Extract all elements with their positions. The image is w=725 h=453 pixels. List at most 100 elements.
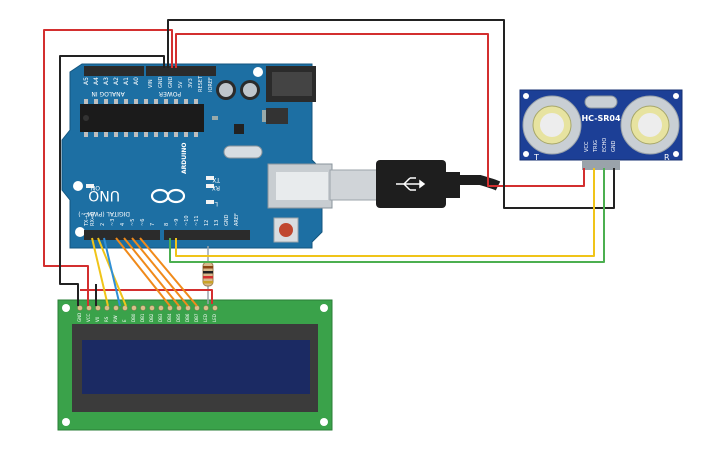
hc-sr04-sensor: HC-SR04 T R VCC TRIG ECHO GND bbox=[519, 89, 683, 170]
digital-header-high bbox=[164, 230, 250, 240]
lcd-pin-label: V0 bbox=[95, 316, 100, 322]
lcd-pins bbox=[77, 305, 218, 311]
wires bbox=[43, 19, 615, 307]
digital-pin-label: GND bbox=[224, 214, 230, 226]
lcd-pin-label: DB2 bbox=[149, 313, 154, 322]
lcd-pin-label: DB6 bbox=[185, 313, 190, 322]
usb-cable bbox=[329, 160, 501, 208]
digital-pin-label: 4 bbox=[120, 223, 126, 226]
wire-orange bbox=[139, 237, 198, 307]
sensor-crystal bbox=[584, 95, 618, 109]
analog-pin-label: A5 bbox=[83, 77, 90, 85]
mounting-hole bbox=[73, 181, 83, 191]
digital-pin-label: 12 bbox=[204, 220, 210, 226]
power-pin-label: 5V bbox=[178, 81, 184, 88]
tx-label: TX bbox=[212, 176, 221, 183]
lcd-pin-label: DB5 bbox=[176, 313, 181, 322]
lcd-pin-labels: GND VCC V0 RS RW E DB0 DB1 DB2 DB3 DB4 D… bbox=[77, 313, 217, 322]
microcontroller-chip bbox=[80, 104, 204, 132]
analog-pin-label: A1 bbox=[123, 77, 130, 85]
voltage-regulator bbox=[266, 108, 288, 124]
digital-pin-label: TX→1 bbox=[84, 212, 90, 227]
analog-header-label: ANALOG IN bbox=[91, 90, 124, 97]
on-led bbox=[86, 184, 94, 188]
sensor-pin-label: TRIG bbox=[593, 140, 599, 153]
digital-pin-label: RX←0 bbox=[90, 212, 96, 226]
lcd-16x2: GND VCC V0 RS RW E DB0 DB1 DB2 DB3 DB4 D… bbox=[57, 299, 333, 431]
crystal-oscillator bbox=[223, 145, 263, 159]
sensor-pin-label: GND bbox=[611, 140, 617, 152]
reset-button-cap[interactable] bbox=[279, 223, 293, 237]
l-led bbox=[206, 200, 214, 204]
power-pin-label: GND bbox=[158, 76, 164, 88]
analog-pin-labels: A5 A4 A3 A2 A1 A0 bbox=[83, 77, 140, 85]
lcd-pin-label: DB0 bbox=[131, 313, 136, 322]
arduino-logo bbox=[150, 188, 186, 204]
digital-pin-label: ~5 bbox=[130, 219, 136, 226]
digital-pin-label: 13 bbox=[214, 220, 220, 226]
wire-green bbox=[169, 168, 605, 263]
digital-pin-label: ~10 bbox=[184, 215, 190, 226]
lcd-pin-label: DB4 bbox=[167, 313, 172, 322]
digital-pin-label: 7 bbox=[150, 223, 156, 226]
digital-pin-labels: TX→1 RX←0 2 ~3 4 ~5 ~6 7 8 ~9 ~10 ~11 12… bbox=[84, 212, 240, 227]
analog-header bbox=[84, 66, 144, 76]
power-header bbox=[146, 66, 216, 76]
sensor-model-label: HC-SR04 bbox=[581, 114, 621, 123]
sensor-pin-label: ECHO bbox=[602, 138, 608, 152]
lcd-pin-label: GND bbox=[77, 313, 82, 322]
sensor-t-label: T bbox=[533, 153, 539, 162]
wire-orange bbox=[115, 237, 171, 307]
digital-pin-label: ~11 bbox=[194, 215, 200, 226]
power-pin-labels: VIN GND GND 5V 3V3 RESET IOREF bbox=[148, 75, 214, 92]
wire-blue bbox=[103, 237, 121, 307]
mounting-hole bbox=[253, 67, 263, 77]
wire-red bbox=[80, 289, 213, 304]
digital-pin-label: 8 bbox=[164, 223, 170, 226]
sensor-pin-label: VCC bbox=[584, 141, 590, 152]
wire-black bbox=[59, 55, 165, 306]
wire-black bbox=[167, 19, 615, 209]
rx-led bbox=[206, 184, 214, 188]
lcd-pin-label: DB3 bbox=[158, 313, 163, 322]
lcd-pin-label: DB1 bbox=[140, 313, 145, 322]
tx-led bbox=[206, 176, 214, 180]
sensor-pin-header bbox=[582, 160, 620, 170]
arduino-uno-board: A5 A4 A3 A2 A1 A0 ANALOG IN VIN GND GND … bbox=[61, 63, 333, 249]
digital-pin-label: ~9 bbox=[174, 219, 180, 226]
brand-label: ARDUINO bbox=[181, 143, 188, 174]
wire-orange bbox=[131, 237, 189, 307]
power-pin-label: 3V3 bbox=[188, 78, 194, 88]
power-pin-label: GND bbox=[168, 76, 174, 88]
small-chip bbox=[234, 124, 244, 134]
on-led-label: ON bbox=[91, 184, 100, 191]
l-label: L bbox=[214, 200, 218, 207]
wire-red bbox=[43, 29, 173, 306]
wire-yellow bbox=[91, 237, 109, 307]
lcd-pin-label: DB7 bbox=[194, 313, 199, 322]
power-pin-label: RESET bbox=[198, 75, 204, 92]
wire-red bbox=[175, 33, 585, 187]
lcd-screen bbox=[82, 340, 310, 394]
digital-header-label: DIGITAL (PWM ~) bbox=[78, 210, 130, 217]
sensor-r-label: R bbox=[664, 153, 670, 162]
power-header-label: POWER bbox=[159, 90, 181, 97]
uno-label: UNO bbox=[88, 187, 120, 203]
wire-yellow bbox=[175, 168, 595, 257]
lcd-pin-label: RS bbox=[104, 316, 109, 322]
lcd-pin-label: RW bbox=[113, 315, 118, 322]
sensor-pin-labels: VCC TRIG ECHO GND bbox=[584, 138, 617, 153]
analog-pin-label: A0 bbox=[133, 77, 140, 85]
lcd-pin-label: VCC bbox=[86, 313, 91, 322]
digital-pin-label: AREF bbox=[234, 213, 240, 226]
digital-pin-label: 2 bbox=[100, 223, 106, 226]
power-pin-label: VIN bbox=[148, 79, 154, 88]
wire-orange bbox=[123, 237, 180, 307]
digital-pin-label: ~3 bbox=[110, 219, 116, 226]
lcd-pin-label: LED bbox=[203, 314, 208, 322]
rx-label: RX bbox=[212, 184, 220, 191]
digital-header-low bbox=[84, 230, 160, 240]
power-pin-label: IOREF bbox=[208, 77, 214, 92]
mounting-hole bbox=[75, 227, 85, 237]
